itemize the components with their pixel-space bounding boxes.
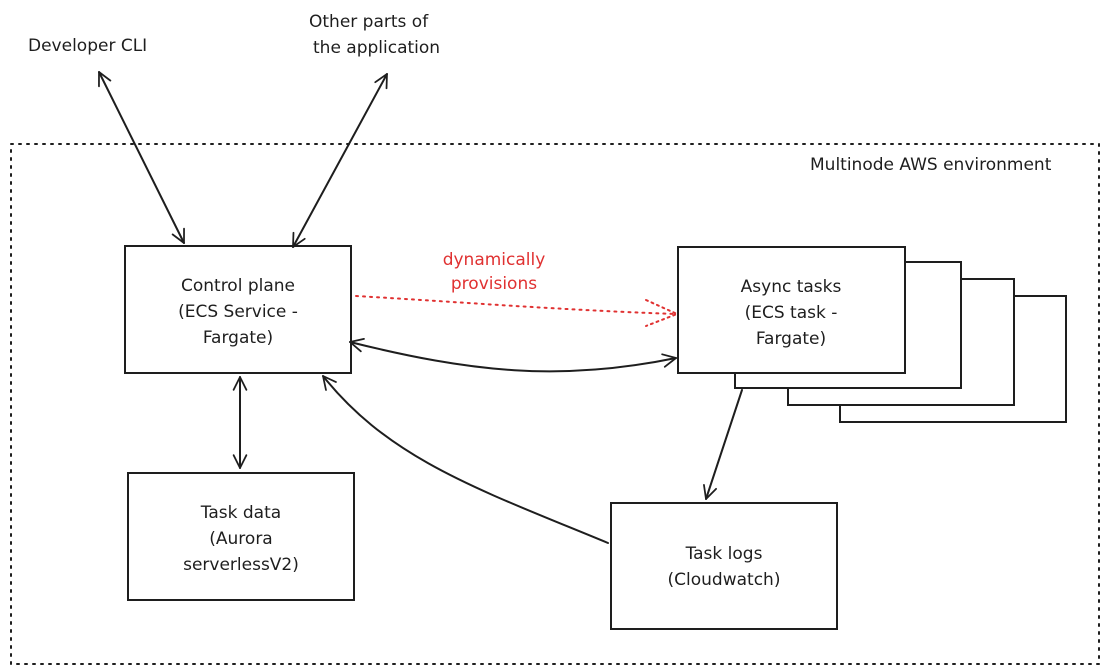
control-plane-subtitle-2: Fargate) [203,328,273,348]
task-data-subtitle: (Aurora [209,529,272,549]
provisions-label-line1: dynamically [443,250,546,270]
edge-task-logs-control-plane [322,375,609,544]
edge-provisions [355,295,677,315]
async-tasks-subtitle: (ECS task - [745,303,838,323]
task-data-node: Task data (Aurora serverlessV2) [127,472,355,601]
control-plane-node: Control plane (ECS Service - Fargate) [124,245,352,374]
task-logs-subtitle: (Cloudwatch) [668,570,781,590]
task-data-title: Task data [200,503,281,523]
task-logs-title: Task logs [685,544,763,564]
edge-control-plane-async-tasks [349,338,677,373]
async-tasks-box [677,246,906,374]
provisions-label-line2: provisions [451,274,537,294]
control-plane-subtitle: (ECS Service - [178,302,298,322]
provisions-arrowhead [645,299,680,327]
other-parts-label-line1: Other parts of [309,12,429,32]
aws-environment-label: Multinode AWS environment [810,155,1052,175]
developer-cli-label: Developer CLI [28,36,147,56]
async-tasks-node: Async tasks (ECS task - Fargate) [677,246,906,374]
edge-cli-control-plane [98,71,185,244]
edge-app-control-plane [292,73,388,248]
task-logs-node: Task logs (Cloudwatch) [610,502,838,630]
async-tasks-title: Async tasks [741,277,842,297]
task-data-box [127,472,355,601]
task-data-subtitle-2: serverlessV2) [183,555,299,575]
task-logs-box [610,502,838,630]
async-tasks-subtitle-2: Fargate) [756,329,826,349]
aws-environment-boundary [10,143,1100,665]
control-plane-title: Control plane [181,276,295,296]
other-parts-label-line2: the application [313,38,440,58]
edge-async-tasks-task-logs [703,389,743,500]
control-plane-box [124,245,352,374]
